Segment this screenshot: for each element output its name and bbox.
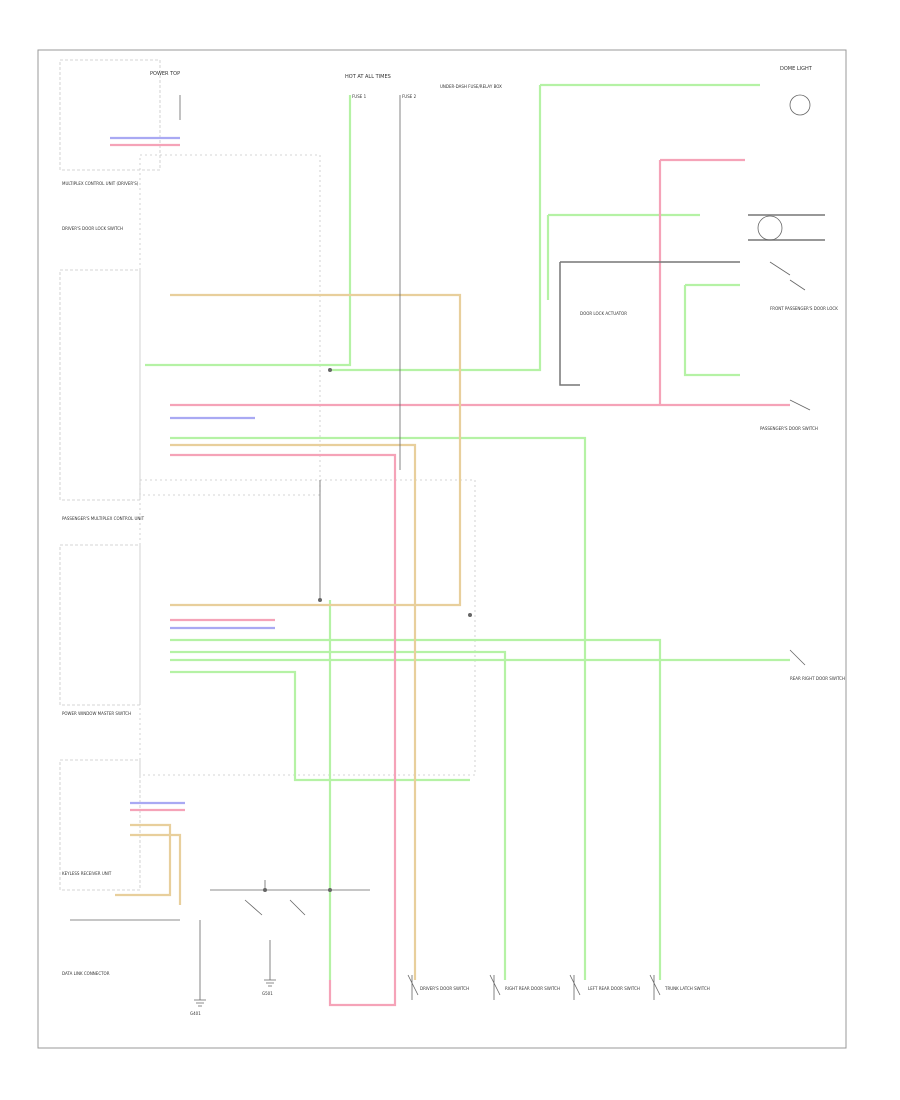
label-ground-a: G401 xyxy=(190,1011,201,1016)
label-door-lock-actuator: DOOR LOCK ACTUATOR xyxy=(580,311,627,316)
label-right-rear-door: RIGHT REAR DOOR SWITCH xyxy=(505,986,560,991)
label-front-door-lock: FRONT PASSENGER'S DOOR LOCK xyxy=(770,306,838,311)
orange-wires xyxy=(115,293,462,980)
label-fuse-a: FUSE 1 xyxy=(352,94,367,99)
label-passenger-module: PASSENGER'S MULTIPLEX CONTROL UNIT xyxy=(62,516,145,521)
label-fuse-b: FUSE 2 xyxy=(402,94,417,99)
label-driver-door-switch: DRIVER'S DOOR SWITCH xyxy=(420,986,469,991)
label-ground-b: G501 xyxy=(262,991,273,996)
ground-symbols xyxy=(194,979,276,1007)
splice-points xyxy=(263,368,472,892)
switch-symbols xyxy=(244,94,811,1000)
label-passenger-switch: PASSENGER'S DOOR SWITCH xyxy=(760,426,818,431)
label-rear-right-switch: REAR RIGHT DOOR SWITCH xyxy=(790,676,845,681)
label-left-rear-door: LEFT REAR DOOR SWITCH xyxy=(588,986,640,991)
diagram-frame xyxy=(37,49,847,1049)
label-driver-lock-switch: DRIVER'S DOOR LOCK SWITCH xyxy=(62,226,123,231)
label-power-window-switch: POWER WINDOW MASTER SWITCH xyxy=(62,711,131,716)
black-wires xyxy=(70,95,825,1000)
label-trunk-switch: TRUNK LATCH SWITCH xyxy=(664,986,710,991)
label-data-link: DATA LINK CONNECTOR xyxy=(62,971,110,976)
label-power-top: POWER TOP xyxy=(150,71,180,77)
green-wires xyxy=(145,83,790,980)
label-multiplex-unit: MULTIPLEX CONTROL UNIT (DRIVER'S) xyxy=(62,181,139,186)
red-wires xyxy=(110,143,790,1007)
blue-wires xyxy=(110,136,275,805)
label-hot-at-all-times: HOT AT ALL TIMES xyxy=(345,74,391,80)
label-dome-light: DOME LIGHT xyxy=(780,66,813,72)
label-keyless-receiver: KEYLESS RECEIVER UNIT xyxy=(62,871,112,876)
label-fuse-box: UNDER-DASH FUSE/RELAY BOX xyxy=(440,84,502,89)
